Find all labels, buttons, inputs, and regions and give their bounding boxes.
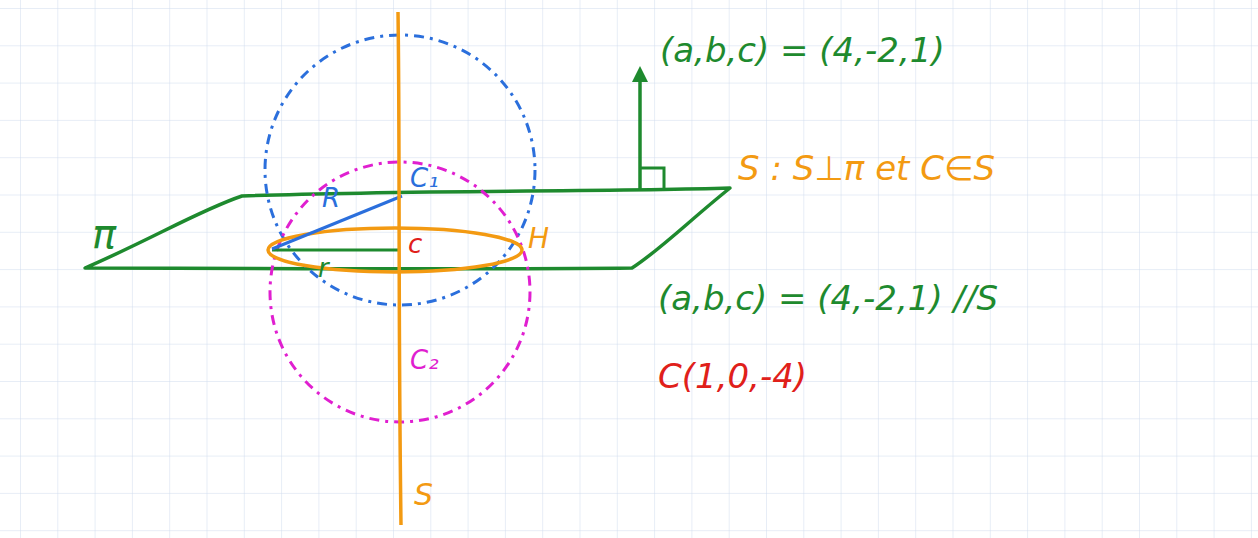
vector-note: (a,b,c) = (4,-2,1) //S <box>658 280 998 317</box>
arrow-head <box>632 66 648 82</box>
condition-note: S : S⊥π et C∈S <box>738 150 995 187</box>
center-label: C₁ <box>410 164 439 193</box>
point-label: C(1,0,-4) <box>658 358 807 395</box>
plane-name: π <box>92 212 116 256</box>
line-s <box>398 12 401 525</box>
radius-r <box>272 249 398 252</box>
radius-label: R <box>322 184 340 213</box>
circle-label: H <box>528 224 549 255</box>
line-label: S <box>414 478 433 511</box>
radius-label: r <box>318 254 329 283</box>
center-label: c <box>408 230 422 259</box>
center-label: C₂ <box>410 346 439 375</box>
right-angle <box>640 168 664 190</box>
normal-vector <box>638 76 642 190</box>
vector-label: (a,b,c) = (4,-2,1) <box>660 32 945 69</box>
